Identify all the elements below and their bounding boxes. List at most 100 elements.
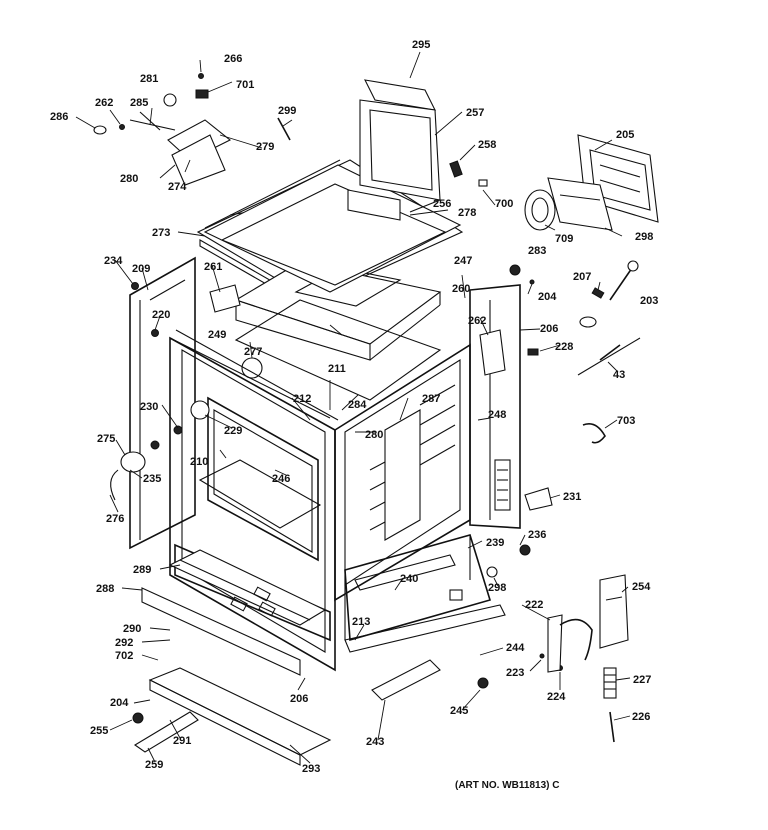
part-label: 229 [224,425,242,437]
part-label: 222 [525,599,543,611]
part-label: 230 [140,401,158,413]
part-label: 262 [95,97,113,109]
part-label: 249 [208,329,226,341]
rear-vent-duct [347,79,441,221]
part-label: 223 [506,667,524,679]
part-label: 298 [488,582,506,594]
top-cover [203,164,462,293]
igniter-203 [579,260,639,328]
part-label: 248 [488,409,506,421]
part-label: 702 [115,650,133,662]
part-label: 256 [433,198,451,210]
part-label: 700 [495,198,513,210]
thermocouple-43 [577,337,641,376]
burner-valve-assembly [93,73,232,186]
part-label: 204 [110,697,129,709]
clip-703 [582,423,606,444]
part-label: 289 [133,564,151,576]
part-label: 291 [173,735,191,747]
part-label: 243 [366,736,384,748]
part-label: 228 [555,341,573,353]
part-label: 206 [290,693,308,705]
part-label: 262 [468,315,486,327]
part-label: 283 [528,245,546,257]
part-label: 275 [97,433,115,445]
rod-226 [609,711,615,743]
part-label: 205 [616,129,634,141]
part-label: 276 [106,513,124,525]
part-label: 261 [204,261,222,273]
bottom-panel-291 [148,667,332,766]
bottom-strip-288 [141,587,301,676]
part-label: 709 [555,233,573,245]
part-label: 277 [244,346,262,358]
part-label: 226 [632,711,650,723]
part-label: 259 [145,759,163,771]
part-label: 266 [224,53,242,65]
part-label: 206 [540,323,558,335]
gear-plate-709 [524,189,556,231]
part-label: 298 [635,231,653,243]
part-label: 203 [640,295,658,307]
part-label: 284 [348,399,367,411]
part-label: 257 [466,107,484,119]
part-label: 281 [140,73,158,85]
part-label: 295 [412,39,430,51]
part-labels: 295 266 281 701 257 286 262 285 299 279 … [50,39,658,775]
part-label: 285 [130,97,148,109]
part-label: 236 [528,529,546,541]
part-label: 210 [190,456,208,468]
part-label: 244 [506,642,525,654]
part-label: 274 [168,181,187,193]
part-label: 255 [90,725,108,737]
part-label: 703 [617,415,635,427]
part-label: 258 [478,139,496,151]
duct-261 [209,284,241,313]
part-label: 278 [458,207,476,219]
part-label: 293 [302,763,320,775]
part-label: 287 [422,393,440,405]
part-label: 209 [132,263,150,275]
part-label: 280 [365,429,383,441]
part-label: 701 [236,79,254,91]
part-label: 240 [400,573,418,585]
part-label: 279 [256,141,274,153]
valve-230 [150,400,210,450]
art-number: (ART NO. WB11813) C [455,780,560,791]
part-label: 239 [486,537,504,549]
drawer-glide-240 [354,554,456,591]
part-label: 231 [563,491,581,503]
part-label: 235 [143,473,161,485]
hinge-222 [547,614,593,673]
part-label: 246 [272,473,290,485]
bracket-231 [524,487,553,511]
rack-slots [369,384,456,531]
part-label: 43 [613,369,625,381]
part-label: 227 [633,674,651,686]
part-label: 220 [152,309,170,321]
leader-lines [75,51,631,764]
plate-298 [547,177,613,231]
part-label: 254 [632,581,651,593]
bracket-243 [344,604,506,701]
part-label: 292 [115,637,133,649]
part-label: 245 [450,705,468,717]
part-label: 260 [452,283,470,295]
bracket-262 [479,329,506,376]
part-label: 234 [104,255,123,267]
part-label: 207 [573,271,591,283]
part-label: 299 [278,105,296,117]
part-label: 290 [123,623,141,635]
part-label: 273 [152,227,170,239]
part-label: 247 [454,255,472,267]
part-label: 286 [50,111,68,123]
part-label: 288 [96,583,114,595]
part-label: 280 [120,173,138,185]
spring-227 [603,667,617,699]
part-label: 213 [352,616,370,628]
part-label: 224 [547,691,566,703]
part-label: 204 [538,291,557,303]
part-label: 212 [293,393,311,405]
spring-254 [599,574,629,649]
